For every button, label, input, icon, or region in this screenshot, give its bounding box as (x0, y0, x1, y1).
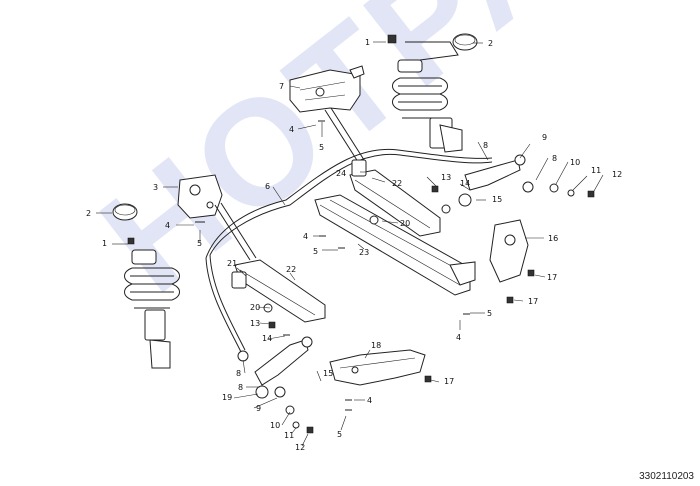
coil-spring-left (124, 249, 180, 369)
spring-cap-left (112, 203, 138, 221)
subframe-crossmember (314, 194, 476, 296)
lateral-link-left (254, 336, 313, 399)
spring-cap-right (405, 33, 478, 61)
callout-11-left: 11 (284, 431, 294, 440)
callout-23: 23 (359, 248, 369, 257)
callout-14-right: 14 (460, 179, 470, 188)
trailing-arm (329, 349, 426, 386)
callout-4-upper: 4 (289, 125, 294, 134)
callout-4-left: 4 (165, 221, 170, 230)
callout-4-mid: 4 (303, 232, 308, 241)
callout-10-right: 10 (570, 158, 580, 167)
callout-8-left: 8 (236, 369, 241, 378)
callout-8-left-b: 8 (238, 383, 243, 392)
stabilizer-bar (205, 148, 493, 353)
callout-11-right: 11 (591, 166, 601, 175)
callout-5-mid: 5 (313, 247, 318, 256)
callout-13-right: 13 (441, 173, 451, 182)
callout-15-left: 15 (323, 369, 333, 378)
callout-24: 24 (336, 169, 346, 178)
callout-20-left: 20 (250, 303, 260, 312)
right-rod (324, 107, 367, 166)
callout-17-a: 17 (547, 273, 557, 282)
callout-10-left: 10 (270, 421, 280, 430)
callout-2-left: 2 (86, 209, 91, 218)
callout-1-top-right: 1 (365, 38, 370, 47)
callout-9: 9 (542, 133, 547, 142)
callout-18: 18 (371, 341, 381, 350)
leader-lines (96, 41, 604, 447)
document-id: 3302110203 (639, 471, 694, 482)
callout-13-left: 13 (250, 319, 260, 328)
callout-8-right: 8 (483, 141, 488, 150)
bushing-bracket-right (349, 159, 441, 237)
callout-16: 16 (548, 234, 558, 243)
bushing-bracket-left (231, 259, 326, 323)
callout-1-left: 1 (102, 239, 107, 248)
callout-4-low: 4 (367, 396, 372, 405)
callout-17-b: 17 (528, 297, 538, 306)
coil-spring-right (392, 59, 463, 153)
callout-3: 3 (153, 183, 158, 192)
callout-5-left: 5 (197, 239, 202, 248)
callout-21: 21 (227, 259, 237, 268)
callout-15-right: 15 (492, 195, 502, 204)
callout-7: 7 (279, 82, 284, 91)
callout-5-low: 5 (337, 430, 342, 439)
callout-14-left: 14 (262, 334, 272, 343)
callout-5-upper: 5 (319, 143, 324, 152)
callout-2-top-right: 2 (488, 39, 493, 48)
knuckle-bracket (489, 219, 529, 283)
callout-4-right-low: 4 (456, 333, 461, 342)
callout-labels: 1 2 7 4 5 8 9 8 10 11 12 13 14 15 24 22 … (86, 38, 622, 452)
callout-17-c: 17 (444, 377, 454, 386)
left-rod (214, 202, 257, 261)
callout-20-right: 20 (400, 219, 410, 228)
callout-12-left: 12 (295, 443, 305, 452)
upper-mount-right (289, 65, 365, 113)
callout-6: 6 (265, 182, 270, 191)
callout-22-right: 22 (392, 179, 402, 188)
callout-19: 19 (222, 393, 232, 402)
upper-mount-left (177, 174, 223, 219)
callout-12-right: 12 (612, 170, 622, 179)
callout-22-left: 22 (286, 265, 296, 274)
callout-9-left: 9 (256, 404, 261, 413)
callout-8-right-b: 8 (552, 154, 557, 163)
callout-5-right-low: 5 (487, 309, 492, 318)
